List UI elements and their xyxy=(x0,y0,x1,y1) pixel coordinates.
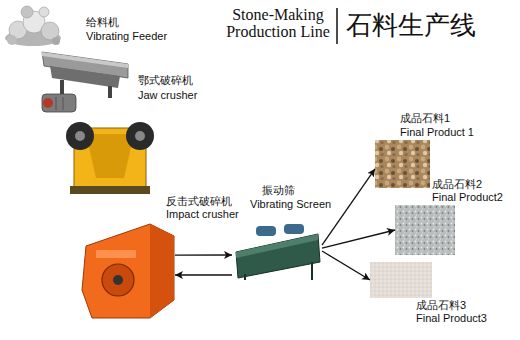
machine-label-en: Vibrating Feeder xyxy=(86,30,167,43)
gravel-sample xyxy=(375,140,430,188)
machine-node: 鄂式破碎机Jaw crusher xyxy=(65,120,155,196)
screen-drawing xyxy=(236,224,320,280)
machine-node: 振动筛Vibrating Screen xyxy=(232,222,322,280)
sand-sample xyxy=(370,262,432,298)
machine-label-en: Jaw crusher xyxy=(138,89,197,102)
machine-label-cn: 鄂式破碎机 xyxy=(138,74,193,87)
jaw-crusher-drawing xyxy=(66,122,154,194)
chinese-title: 石料生产线 xyxy=(346,9,476,41)
machine-label-en: Final Product 1 xyxy=(400,126,474,139)
machine-node: 成品石料3Final Product3 xyxy=(370,262,432,298)
machine-node: 成品石料2Final Product2 xyxy=(395,205,455,255)
machine-label-cn: 振动筛 xyxy=(262,184,295,197)
machine-label-cn: 给料机 xyxy=(86,16,119,29)
machine-label-en: Impact crusher xyxy=(166,208,239,221)
machine-label-cn: 成品石料2 xyxy=(432,178,482,191)
impact-crusher-drawing xyxy=(82,224,174,318)
machine-node: 反击式破碎机Impact crusher xyxy=(80,222,175,320)
grit-sample xyxy=(395,205,455,255)
machine-node: 成品石料1Final Product 1 xyxy=(375,140,430,188)
machine-label-cn: 成品石料3 xyxy=(416,299,466,312)
machine-label-cn: 反击式破碎机 xyxy=(166,195,232,208)
machine-node: 给料机Vibrating Feeder xyxy=(40,48,150,116)
machine-label-en: Vibrating Screen xyxy=(250,198,331,211)
title: Stone-Making Production Line xyxy=(222,6,334,40)
feeder-drawing xyxy=(42,52,128,112)
flow-arrow xyxy=(175,274,232,275)
flow-arrow xyxy=(322,251,370,280)
machine-label-en: Final Product2 xyxy=(432,191,503,204)
rock-pile xyxy=(5,6,61,46)
flow-arrow xyxy=(322,230,395,248)
flow-arrow xyxy=(175,254,232,255)
machine-label-cn: 成品石料1 xyxy=(400,112,450,125)
title-divider xyxy=(336,8,338,44)
machine-label-en: Final Product3 xyxy=(416,312,487,325)
